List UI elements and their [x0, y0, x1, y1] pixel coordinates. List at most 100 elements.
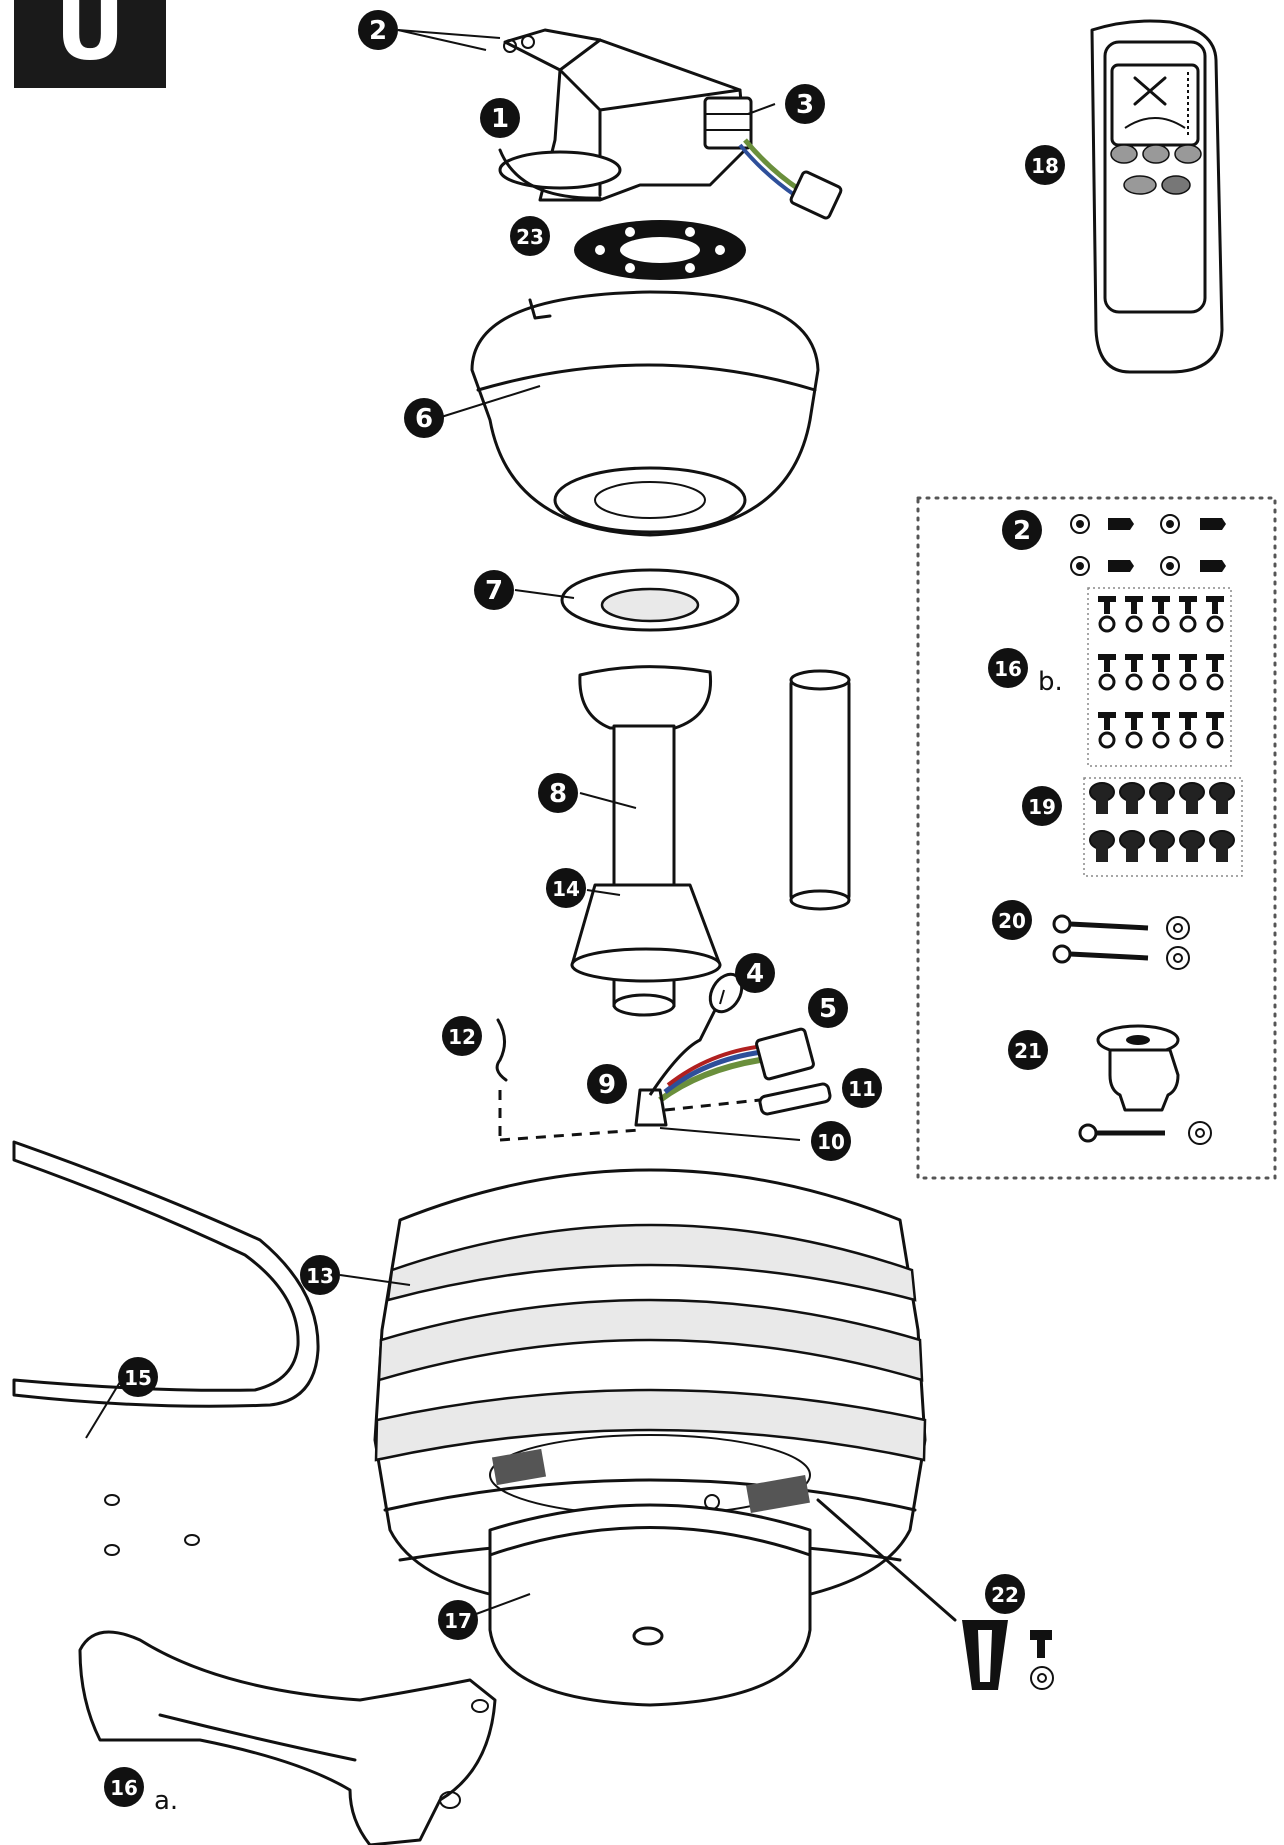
- screw-washer-icon: [1152, 654, 1170, 691]
- remote-control: [1090, 19, 1224, 374]
- callout-number: 10: [817, 1130, 845, 1154]
- corner-tab: U: [14, 0, 166, 88]
- callout-number: 9: [598, 1070, 616, 1100]
- callout-number: 16: [110, 1776, 138, 1800]
- callout-number: 13: [306, 1264, 334, 1288]
- callout-16b: 16 b.: [988, 648, 1063, 697]
- callout-badge-circle: [735, 953, 775, 993]
- callout-badge-circle: [538, 773, 578, 813]
- callout-badge-circle: [474, 570, 514, 610]
- spare-downrod: [789, 669, 851, 911]
- callout-number: 11: [848, 1077, 876, 1101]
- bolt-icon: [1119, 830, 1145, 862]
- callout-8: 8: [538, 773, 578, 813]
- screw-washer-icon: [1152, 712, 1170, 749]
- motor-housing: [373, 1088, 927, 1612]
- callout-badge-circle: [104, 1767, 144, 1807]
- gasket: [574, 220, 746, 280]
- screw-washer-icon: [1125, 712, 1143, 749]
- screw-washer-icon: [1098, 654, 1116, 691]
- callout-badge-circle: [1022, 786, 1062, 826]
- mounting-bracket: [498, 28, 843, 220]
- callout-2b: 2: [1002, 510, 1042, 550]
- callout-7: 7: [474, 570, 514, 610]
- screw-washer-icon: [1098, 596, 1116, 633]
- callout-badge-circle: [842, 1068, 882, 1108]
- callout-badge-circle: [546, 868, 586, 908]
- safety-cable-and-connector: [648, 972, 815, 1103]
- callout-6: 6: [404, 398, 444, 438]
- callout-badge-circle: [811, 1121, 851, 1161]
- callout-11: 11: [842, 1068, 882, 1108]
- callout-23: 23: [510, 216, 550, 256]
- callout-badge-circle: [442, 1016, 482, 1056]
- downrod: [570, 665, 722, 1017]
- callout-12: 12: [442, 1016, 482, 1056]
- callout-badge-circle: [510, 216, 550, 256]
- callout-3: 3: [785, 84, 825, 124]
- callout-badge-circle: [587, 1064, 627, 1104]
- leader-lines: [85, 29, 801, 1618]
- callout-10: 10: [811, 1121, 851, 1161]
- callout-badge-circle: [1025, 145, 1065, 185]
- callout-number: 8: [549, 779, 567, 809]
- screw-washer-icon: [1152, 596, 1170, 633]
- bolt-icon: [1149, 782, 1175, 814]
- hardware-20-wood-screws: [1052, 914, 1190, 970]
- callout-number: 14: [552, 877, 580, 901]
- callout-9: 9: [587, 1064, 627, 1104]
- callout-badge-circle: [992, 900, 1032, 940]
- callout-number: 19: [1028, 795, 1056, 819]
- callout-badge-circle: [358, 10, 398, 50]
- callout-number: 22: [991, 1583, 1019, 1607]
- callout-number: 5: [819, 994, 837, 1024]
- hairpin-clip: [495, 1018, 508, 1140]
- callout-15: 15: [118, 1357, 158, 1397]
- blade-bracket: [78, 1630, 497, 1845]
- screw-washer-icon: [1098, 712, 1116, 749]
- screw-washer-icon: [1179, 654, 1197, 691]
- callout-number: 16: [994, 657, 1022, 681]
- callout-number: 2: [369, 16, 387, 46]
- callout-2: 2: [358, 10, 398, 50]
- screw-washer-icon: [1206, 712, 1224, 749]
- fan-blade: [12, 1140, 320, 1556]
- callout-1: 1: [480, 98, 520, 138]
- callout-18: 18: [1025, 145, 1065, 185]
- callout-14: 14: [546, 868, 586, 908]
- canopy-cover: [560, 568, 740, 632]
- callout-badge-circle: [1008, 1030, 1048, 1070]
- callout-number: 18: [1031, 154, 1059, 178]
- bolt-icon: [1119, 782, 1145, 814]
- screw-washer-icon: [1206, 654, 1224, 691]
- callout-suffix: b.: [1038, 667, 1063, 697]
- hardware-19-screw-grid: [1083, 777, 1243, 877]
- bolt-icon: [1149, 830, 1175, 862]
- canopy: [470, 290, 820, 537]
- callout-4: 4: [735, 953, 775, 993]
- callout-19: 19: [1022, 786, 1062, 826]
- hardware-21-remote-holder: [1078, 1024, 1212, 1145]
- callout-badge-circle: [438, 1600, 478, 1640]
- callout-badge-circle: [985, 1574, 1025, 1614]
- callout-13: 13: [300, 1255, 340, 1295]
- callout-badge-circle: [785, 84, 825, 124]
- hardware-16b-screw-grid: [1087, 587, 1232, 767]
- clevis-pin: [664, 1082, 832, 1116]
- screw-washer-icon: [1179, 712, 1197, 749]
- screw-washer-icon: [1125, 654, 1143, 691]
- callout-17: 17: [438, 1600, 478, 1640]
- hardware-box: [916, 496, 1277, 1180]
- callout-number: 7: [485, 576, 503, 606]
- callout-number: 20: [998, 909, 1026, 933]
- callout-badge-circle: [808, 988, 848, 1028]
- callout-badge-circle: [1002, 510, 1042, 550]
- callout-number: 17: [444, 1609, 472, 1633]
- callout-number: 4: [746, 959, 764, 989]
- callout-5: 5: [808, 988, 848, 1028]
- corner-tab-label: U: [55, 0, 125, 80]
